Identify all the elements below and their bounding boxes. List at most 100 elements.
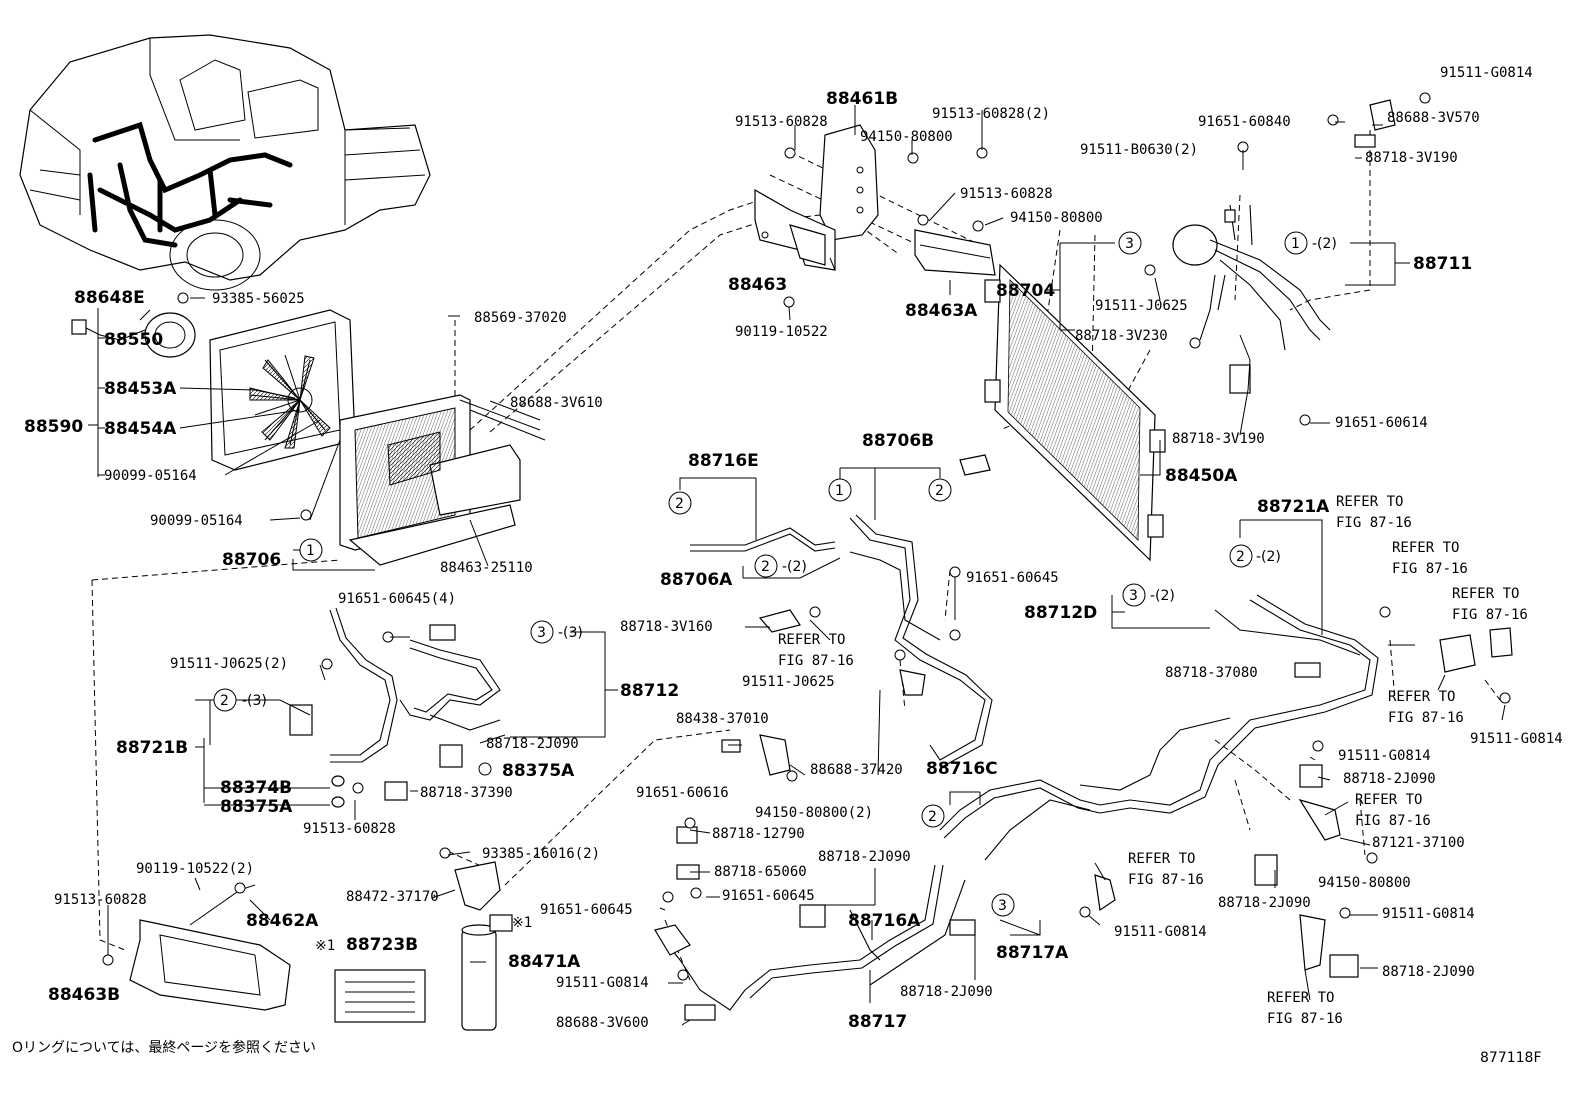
callout: 3 — [991, 893, 1015, 917]
callout: 2 — [928, 478, 952, 502]
part-label: 91651-60645 — [540, 902, 633, 918]
svg-text:-(3): -(3) — [558, 625, 583, 641]
svg-text:3: 3 — [998, 898, 1007, 914]
part-label: 88688-37420 — [810, 762, 903, 778]
pipe-88717 — [654, 779, 1101, 1021]
svg-text:-(2): -(2) — [782, 559, 807, 575]
part-label: 91511-G0814 — [1470, 731, 1563, 747]
part-label: 88718-2J090 — [1382, 964, 1475, 980]
part-label: 88688-3V610 — [510, 395, 603, 411]
part-label: 88716C — [926, 759, 998, 779]
part-label: 88718-2J090 — [486, 736, 579, 752]
part-label: 91511-B0630(2) — [1080, 142, 1198, 158]
part-label: 91651-60645(4) — [338, 591, 456, 607]
part-label: FIG 87-16 — [1392, 561, 1468, 577]
part-label: 91651-60616 — [636, 785, 729, 801]
part-label: FIG 87-16 — [1336, 515, 1412, 531]
part-label: 88718-2J090 — [900, 984, 993, 1000]
part-label: 94150-80800 — [860, 129, 953, 145]
svg-text:1: 1 — [835, 483, 844, 499]
part-label: FIG 87-16 — [1388, 710, 1464, 726]
part-label: 88718-12790 — [712, 826, 805, 842]
part-label: REFER TO — [1392, 540, 1459, 556]
part-label: 88463A — [905, 301, 978, 321]
pipe-88712 — [289, 607, 501, 808]
part-label: REFER TO — [1452, 586, 1519, 602]
part-label: 88454A — [104, 419, 177, 439]
part-label: FIG 87-16 — [1267, 1011, 1343, 1027]
part-label: 88718-2J090 — [1343, 771, 1436, 787]
bracket-88463b — [129, 884, 291, 1011]
svg-text:2: 2 — [1236, 549, 1245, 565]
part-label: 88718-2J090 — [818, 849, 911, 865]
part-label: 88463-25110 — [440, 560, 533, 576]
label-plate-88723b — [334, 969, 426, 1023]
part-label: 88462A — [246, 911, 319, 931]
part-label: 88706A — [660, 570, 733, 590]
part-label: 88688-3V570 — [1387, 110, 1480, 126]
part-label: 91511-G0814 — [1338, 748, 1431, 764]
part-label: 91513-60828 — [735, 114, 828, 130]
part-label: 88718-3V190 — [1365, 150, 1458, 166]
part-label: REFER TO — [1267, 990, 1334, 1006]
svg-text:3: 3 — [1129, 588, 1138, 604]
part-label: 90119-10522(2) — [136, 861, 254, 877]
receiver-drier — [454, 861, 513, 1031]
part-label: 88472-37170 — [346, 889, 439, 905]
pipe-88721a — [1079, 594, 1379, 814]
callout: 1 — [828, 478, 852, 502]
part-label: REFER TO — [1336, 494, 1403, 510]
part-label: 90099-05164 — [150, 513, 243, 529]
part-label: 88463 — [728, 275, 787, 295]
condenser-assembly-right — [959, 263, 1166, 562]
part-label: FIG 87-16 — [1128, 872, 1204, 888]
part-label: 88718-65060 — [714, 864, 807, 880]
part-label: 88716E — [688, 451, 759, 471]
callout: 1 — [299, 538, 323, 562]
svg-text:2: 2 — [675, 496, 684, 512]
part-label: 93385-56025 — [212, 291, 305, 307]
bolt-symbols — [102, 92, 1511, 981]
condenser-assembly-left — [339, 394, 546, 566]
callout: 3 — [1118, 231, 1142, 255]
part-label: 91513-60828 — [960, 186, 1053, 202]
callout: 2 -(3) — [213, 688, 267, 712]
part-label: 88375A — [502, 761, 575, 781]
svg-text:-(3): -(3) — [242, 693, 267, 709]
part-label: 88450A — [1165, 466, 1238, 486]
callout: 2-(2) — [1229, 544, 1281, 568]
part-label: 91651-60645 — [722, 888, 815, 904]
part-label: 88721A — [1257, 497, 1330, 517]
svg-text:2: 2 — [928, 809, 937, 825]
bracket-88461b — [819, 124, 879, 241]
part-label: 94150-80800 — [1010, 210, 1103, 226]
svg-text:2: 2 — [761, 559, 770, 575]
part-label: 88718-37080 — [1165, 665, 1258, 681]
part-labels: 91511-G0814 88688-3V570 91651-60840 8871… — [24, 65, 1563, 1032]
part-label: 91651-60614 — [1335, 415, 1428, 431]
part-label: 88374B — [220, 778, 292, 798]
leader-lines — [88, 105, 1506, 1026]
svg-text:-(2): -(2) — [1150, 588, 1175, 604]
part-label: 91511-G0814 — [1382, 906, 1475, 922]
part-label: REFER TO — [778, 632, 845, 648]
bracket-88463 — [754, 188, 836, 271]
part-label: 88706B — [862, 431, 934, 451]
part-label: 88718-3V230 — [1075, 328, 1168, 344]
truck-cab-illustration — [19, 34, 431, 291]
part-label: REFER TO — [1128, 851, 1195, 867]
part-label: 90119-10522 — [735, 324, 828, 340]
part-label: 88688-3V600 — [556, 1015, 649, 1031]
part-label: 88438-37010 — [676, 711, 769, 727]
part-label: 88717 — [848, 1012, 907, 1032]
part-label: 88712 — [620, 681, 679, 701]
part-label: 94150-80800 — [1318, 875, 1411, 891]
svg-text:2: 2 — [220, 693, 229, 709]
part-label: 88550 — [104, 330, 163, 350]
fan-motor-assembly — [71, 309, 356, 471]
part-label: REFER TO — [1388, 689, 1455, 705]
svg-text:1: 1 — [306, 543, 315, 559]
part-label: 93385-16016(2) — [482, 846, 600, 862]
